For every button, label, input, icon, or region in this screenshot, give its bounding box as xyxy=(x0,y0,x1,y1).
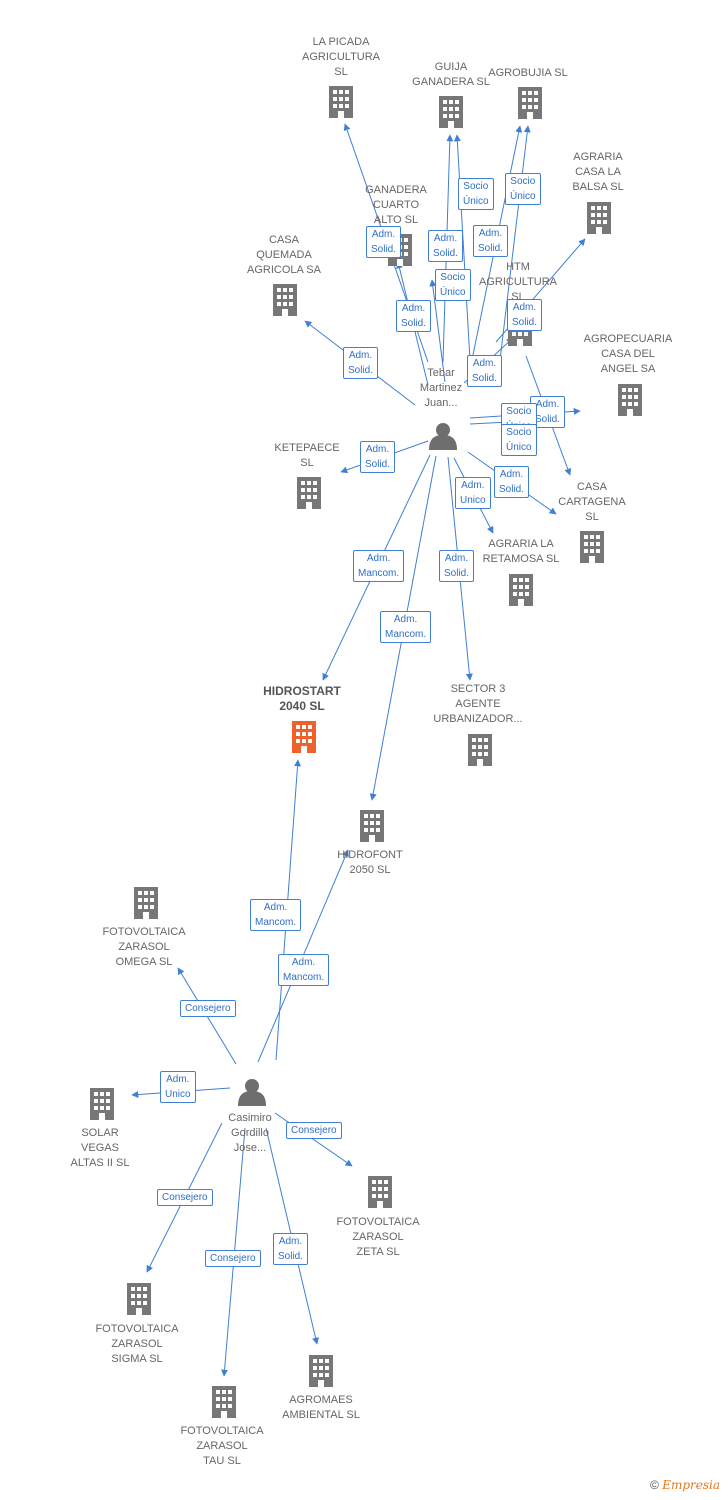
building-icon[interactable] xyxy=(468,734,492,766)
node-label-agrobujia[interactable]: AGROBUJIA SL xyxy=(488,67,568,79)
node-label-omega[interactable]: FOTOVOLTAICA ZARASOL OMEGA SL xyxy=(102,926,186,968)
copyright-symbol: © xyxy=(650,1478,659,1492)
edge-label-tebar-hidrofont: Adm. Mancom. xyxy=(380,611,432,643)
building-icon[interactable] xyxy=(439,96,463,128)
building-icon[interactable] xyxy=(212,1386,236,1418)
node-label-agromaes[interactable]: AGROMAES AMBIENTAL SL xyxy=(282,1394,360,1421)
edge-label-casimiro-zeta: Consejero xyxy=(286,1122,342,1139)
edge-label-tebar-hidrostart: Adm. Mancom. xyxy=(353,550,405,582)
node-label-guija[interactable]: GUIJA GANADERA SL xyxy=(412,61,490,88)
edge-label-tebar-guija: Adm. Solid. xyxy=(428,230,464,262)
building-icon[interactable] xyxy=(127,1283,151,1315)
edge-label-casimiro-tau: Consejero xyxy=(205,1250,261,1267)
edge-label-tebar-cartagena: Socio Único xyxy=(501,424,537,456)
node-label-tau[interactable]: FOTOVOLTAICA ZARASOL TAU SL xyxy=(180,1425,264,1467)
edge-label-tebar-picada: Adm. Solid. xyxy=(366,226,402,258)
edge-label-casimiro-hidrostart: Adm. Mancom. xyxy=(250,899,302,931)
node-label-cuarto[interactable]: GANADERA CUARTO ALTO SL xyxy=(365,184,427,226)
edge-label-tebar-guija: Socio Único xyxy=(458,178,494,210)
node-label-retamosa[interactable]: AGRARIA LA RETAMOSA SL xyxy=(482,538,560,565)
building-icon[interactable] xyxy=(518,87,542,119)
building-icon[interactable] xyxy=(509,574,533,606)
building-icon[interactable] xyxy=(618,384,642,416)
edge-label-tebar-ketepaece: Adm. Solid. xyxy=(360,441,396,473)
edge-label-casimiro-sigma: Consejero xyxy=(157,1189,213,1206)
edge-label-tebar-sector3: Adm. Solid. xyxy=(439,550,475,582)
edge-label-tebar-quemada: Adm. Solid. xyxy=(343,347,379,379)
node-label-ketepaece[interactable]: KETEPAECE SL xyxy=(274,442,340,469)
edge-casimiro-zeta xyxy=(274,1112,353,1167)
building-icon[interactable] xyxy=(360,810,384,842)
node-label-balsa[interactable]: AGRARIA CASA LA BALSA SL xyxy=(572,151,624,193)
node-label-sigma[interactable]: FOTOVOLTAICA ZARASOL SIGMA SL xyxy=(95,1323,179,1365)
edge-label-tebar-cartagena: Adm. Solid. xyxy=(494,466,530,498)
building-icon[interactable] xyxy=(309,1355,333,1387)
node-label-tebar[interactable]: Tebar Martinez Juan... xyxy=(419,367,463,409)
edge-label-tebar-agrobujia: Adm. Solid. xyxy=(473,225,509,257)
edge-label-casimiro-agromaes: Adm. Solid. xyxy=(273,1233,309,1265)
edge-label-tebar-cuarto: Adm. Solid. xyxy=(396,300,432,332)
building-icon[interactable] xyxy=(368,1176,392,1208)
edge-label-casimiro-hidrofont: Adm. Mancom. xyxy=(278,954,330,986)
node-label-quemada[interactable]: CASA QUEMADA AGRICOLA SA xyxy=(247,234,321,276)
edge-tebar-guija xyxy=(453,134,471,361)
edge-tebar-cuarto xyxy=(429,279,446,383)
node-label-hidrostart[interactable]: HIDROSTART 2040 SL xyxy=(263,684,341,713)
edge-label-casimiro-solar: Adm. Unico xyxy=(160,1071,196,1103)
node-label-agropecuaria[interactable]: AGROPECUARIA CASA DEL ANGEL SA xyxy=(583,333,673,375)
edge-label-casimiro-omega: Consejero xyxy=(180,1000,236,1017)
node-label-picada[interactable]: LA PICADA AGRICULTURA SL xyxy=(301,36,381,78)
brand-name: Empresia xyxy=(662,1478,720,1492)
building-icon[interactable] xyxy=(587,202,611,234)
building-icon[interactable] xyxy=(134,887,158,919)
building-icon[interactable] xyxy=(292,721,316,753)
person-icon[interactable] xyxy=(429,423,457,450)
edge-tebar-agrobujia xyxy=(499,125,531,361)
edge-label-tebar-retamosa: Adm. Unico xyxy=(455,477,491,509)
person-icon[interactable] xyxy=(238,1079,266,1106)
node-label-casimiro[interactable]: Casimiro Gordillo Jose... xyxy=(228,1112,272,1154)
node-label-cartagena[interactable]: CASA CARTAGENA SL xyxy=(558,481,626,523)
footer-brand[interactable]: © Empresia xyxy=(650,1478,720,1492)
edge-label-tebar-balsa: Adm. Solid. xyxy=(507,299,543,331)
node-label-sector3[interactable]: SECTOR 3 AGENTE URBANIZADOR... xyxy=(433,683,523,725)
node-label-hidrofont[interactable]: HIDROFONT 2050 SL xyxy=(337,849,403,876)
building-icon[interactable] xyxy=(90,1088,114,1120)
building-icon[interactable] xyxy=(580,531,604,563)
edge-label-tebar-htm: Adm. Solid. xyxy=(467,355,503,387)
node-label-solar[interactable]: SOLAR VEGAS ALTAS II SL xyxy=(70,1127,130,1169)
edge-label-tebar-agrobujia: Socio Único xyxy=(505,173,541,205)
building-icon[interactable] xyxy=(297,477,321,509)
building-icon[interactable] xyxy=(329,86,353,118)
edge-label-tebar-cuarto: Socio Único xyxy=(435,269,471,301)
building-icon[interactable] xyxy=(273,284,297,316)
node-label-zeta[interactable]: FOTOVOLTAICA ZARASOL ZETA SL xyxy=(336,1216,420,1258)
